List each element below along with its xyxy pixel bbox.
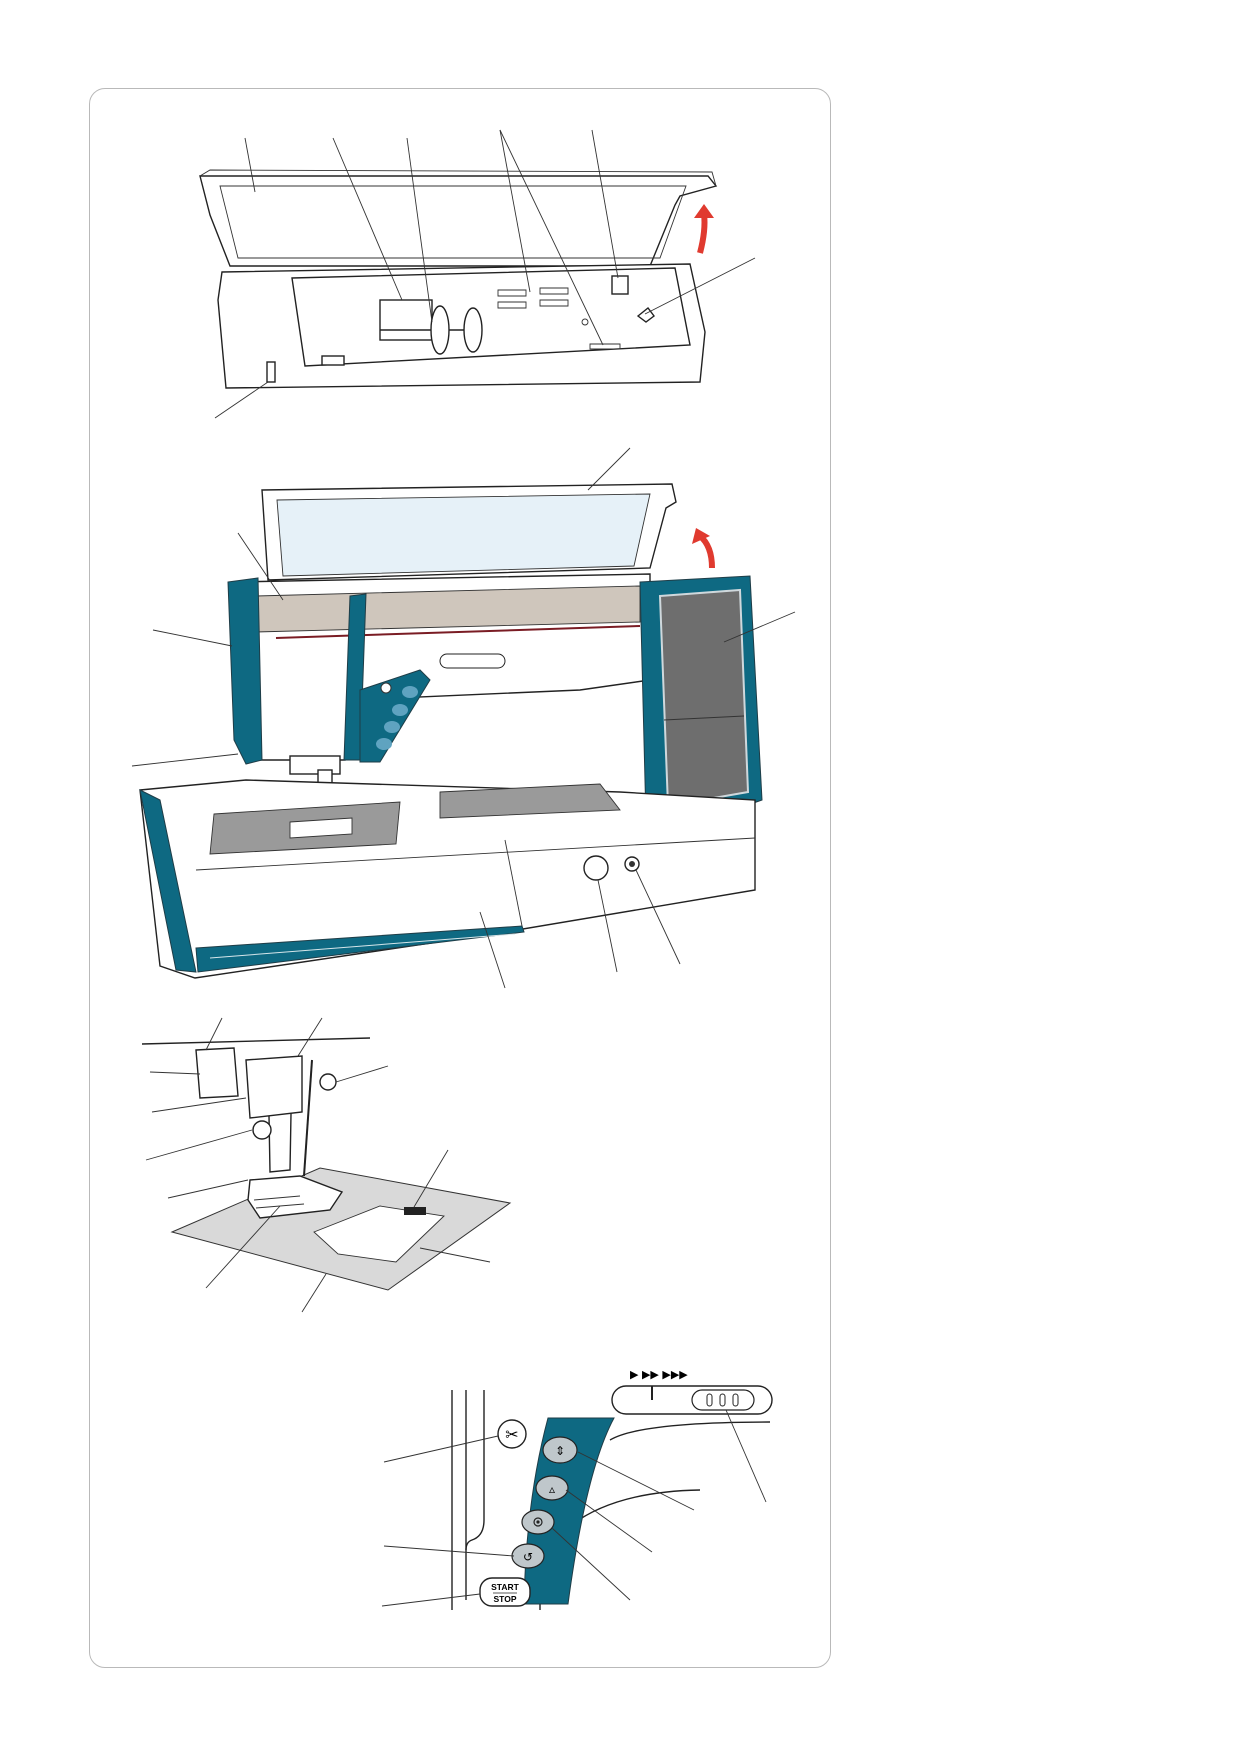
cover-window xyxy=(276,493,651,577)
spool-cap xyxy=(430,305,450,355)
bed-left-teal xyxy=(139,789,197,973)
foot-holder-screw xyxy=(252,1120,272,1140)
face-cover-teal xyxy=(227,577,263,765)
needle-position-button[interactable]: ▵ xyxy=(535,1475,569,1501)
feed-dog-slot xyxy=(404,1207,426,1215)
speed-slider-small xyxy=(439,653,506,669)
thread-cutter-small xyxy=(266,361,276,383)
figure-presser-foot xyxy=(141,1017,512,1313)
lift-arrowhead-icon xyxy=(694,204,714,218)
up-down-arrow-icon: ⇕ xyxy=(555,1444,565,1458)
button-strip xyxy=(523,1417,615,1605)
callout-lines xyxy=(214,129,756,419)
lock-stitch-icon xyxy=(533,1517,543,1527)
scissors-icon: ✂ xyxy=(505,1425,518,1444)
presser-foot xyxy=(247,1175,344,1219)
figure-control-panel: ✂ ⇕ ▵ ↺ START STOP ▶ ▶▶ ▶▶▶ xyxy=(381,1368,773,1610)
red-stripe xyxy=(275,625,641,639)
start-stop-button[interactable]: START STOP xyxy=(479,1577,531,1607)
knee-lifter-socket xyxy=(583,855,609,881)
thread-cutter-button[interactable]: ✂ xyxy=(497,1419,527,1449)
tension-knob xyxy=(321,355,345,366)
needle-up-icon: ▵ xyxy=(549,1482,555,1496)
cover-arrowhead-icon xyxy=(692,528,710,544)
callout-lines-2 xyxy=(131,447,796,989)
stop-label: STOP xyxy=(494,1594,517,1604)
cover-arrow-icon xyxy=(697,533,715,569)
hook-cover-plate xyxy=(313,1205,445,1263)
speed-indicator: ▶ ▶▶ ▶▶▶ xyxy=(630,1368,688,1381)
thread-guide-closeup xyxy=(195,1047,239,1099)
auto-lock-button[interactable] xyxy=(521,1509,555,1535)
needle xyxy=(303,1059,313,1177)
bobbin-cover xyxy=(289,817,353,839)
needle-clamp xyxy=(245,1055,303,1119)
reverse-button[interactable]: ↺ xyxy=(511,1543,545,1569)
bobbin-winder xyxy=(611,275,629,295)
figure-machine-overview xyxy=(131,447,796,989)
spool-cap-2 xyxy=(463,307,483,353)
illustration-frame xyxy=(89,88,831,1668)
touch-screen xyxy=(658,588,750,808)
callout-lines-3 xyxy=(145,1017,491,1313)
reverse-icon: ↺ xyxy=(523,1550,533,1564)
thread-guide xyxy=(636,307,655,323)
control-buttons xyxy=(376,682,418,750)
ruler-line xyxy=(209,933,516,959)
spool-holder xyxy=(379,299,433,341)
needle-up-down-button[interactable]: ⇕ xyxy=(542,1436,578,1464)
bed-front-teal xyxy=(195,925,525,973)
start-label: START xyxy=(491,1582,520,1592)
needle-clamp-screw xyxy=(319,1073,337,1091)
lift-arrow-icon xyxy=(697,213,708,254)
callout-lines-4 xyxy=(381,1409,767,1607)
figure-top-cover-storage xyxy=(199,129,756,419)
top-cover-lid xyxy=(199,175,718,267)
free-arm-plate xyxy=(439,783,621,819)
bobbin-slots xyxy=(497,287,621,350)
storage-tray xyxy=(291,267,691,367)
speed-slider-knob[interactable] xyxy=(691,1389,755,1411)
